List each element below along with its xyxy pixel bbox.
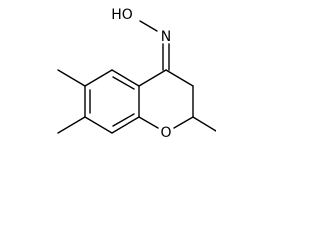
bond-c4a-c4 — [138, 69, 167, 87]
bond-c2-methyl — [192, 116, 216, 132]
oxime-nitrogen-label: N — [161, 29, 171, 45]
hydroxyl-label: HO — [111, 7, 133, 23]
chroman-oxime-structure: HO N O — [57, 7, 216, 141]
bond-aromatic-4 — [84, 116, 113, 134]
bond-n-o — [139, 20, 158, 32]
bond-aromatic-double-2 — [112, 113, 135, 127]
bond-o1-c8a — [138, 116, 159, 129]
ring-oxygen-label: O — [160, 125, 171, 141]
bond-aromatic-double-1 — [112, 76, 135, 90]
bond-c4-c3 — [165, 69, 194, 87]
bond-c6-methyl — [57, 69, 86, 87]
bond-aromatic-3 — [111, 116, 140, 134]
structure-canvas: HO N O — [0, 0, 216, 158]
bond-c2-o1 — [173, 116, 194, 129]
bond-c7-methyl — [57, 116, 86, 134]
bond-aromatic-1 — [111, 69, 140, 87]
bond-aromatic-6 — [84, 69, 113, 87]
